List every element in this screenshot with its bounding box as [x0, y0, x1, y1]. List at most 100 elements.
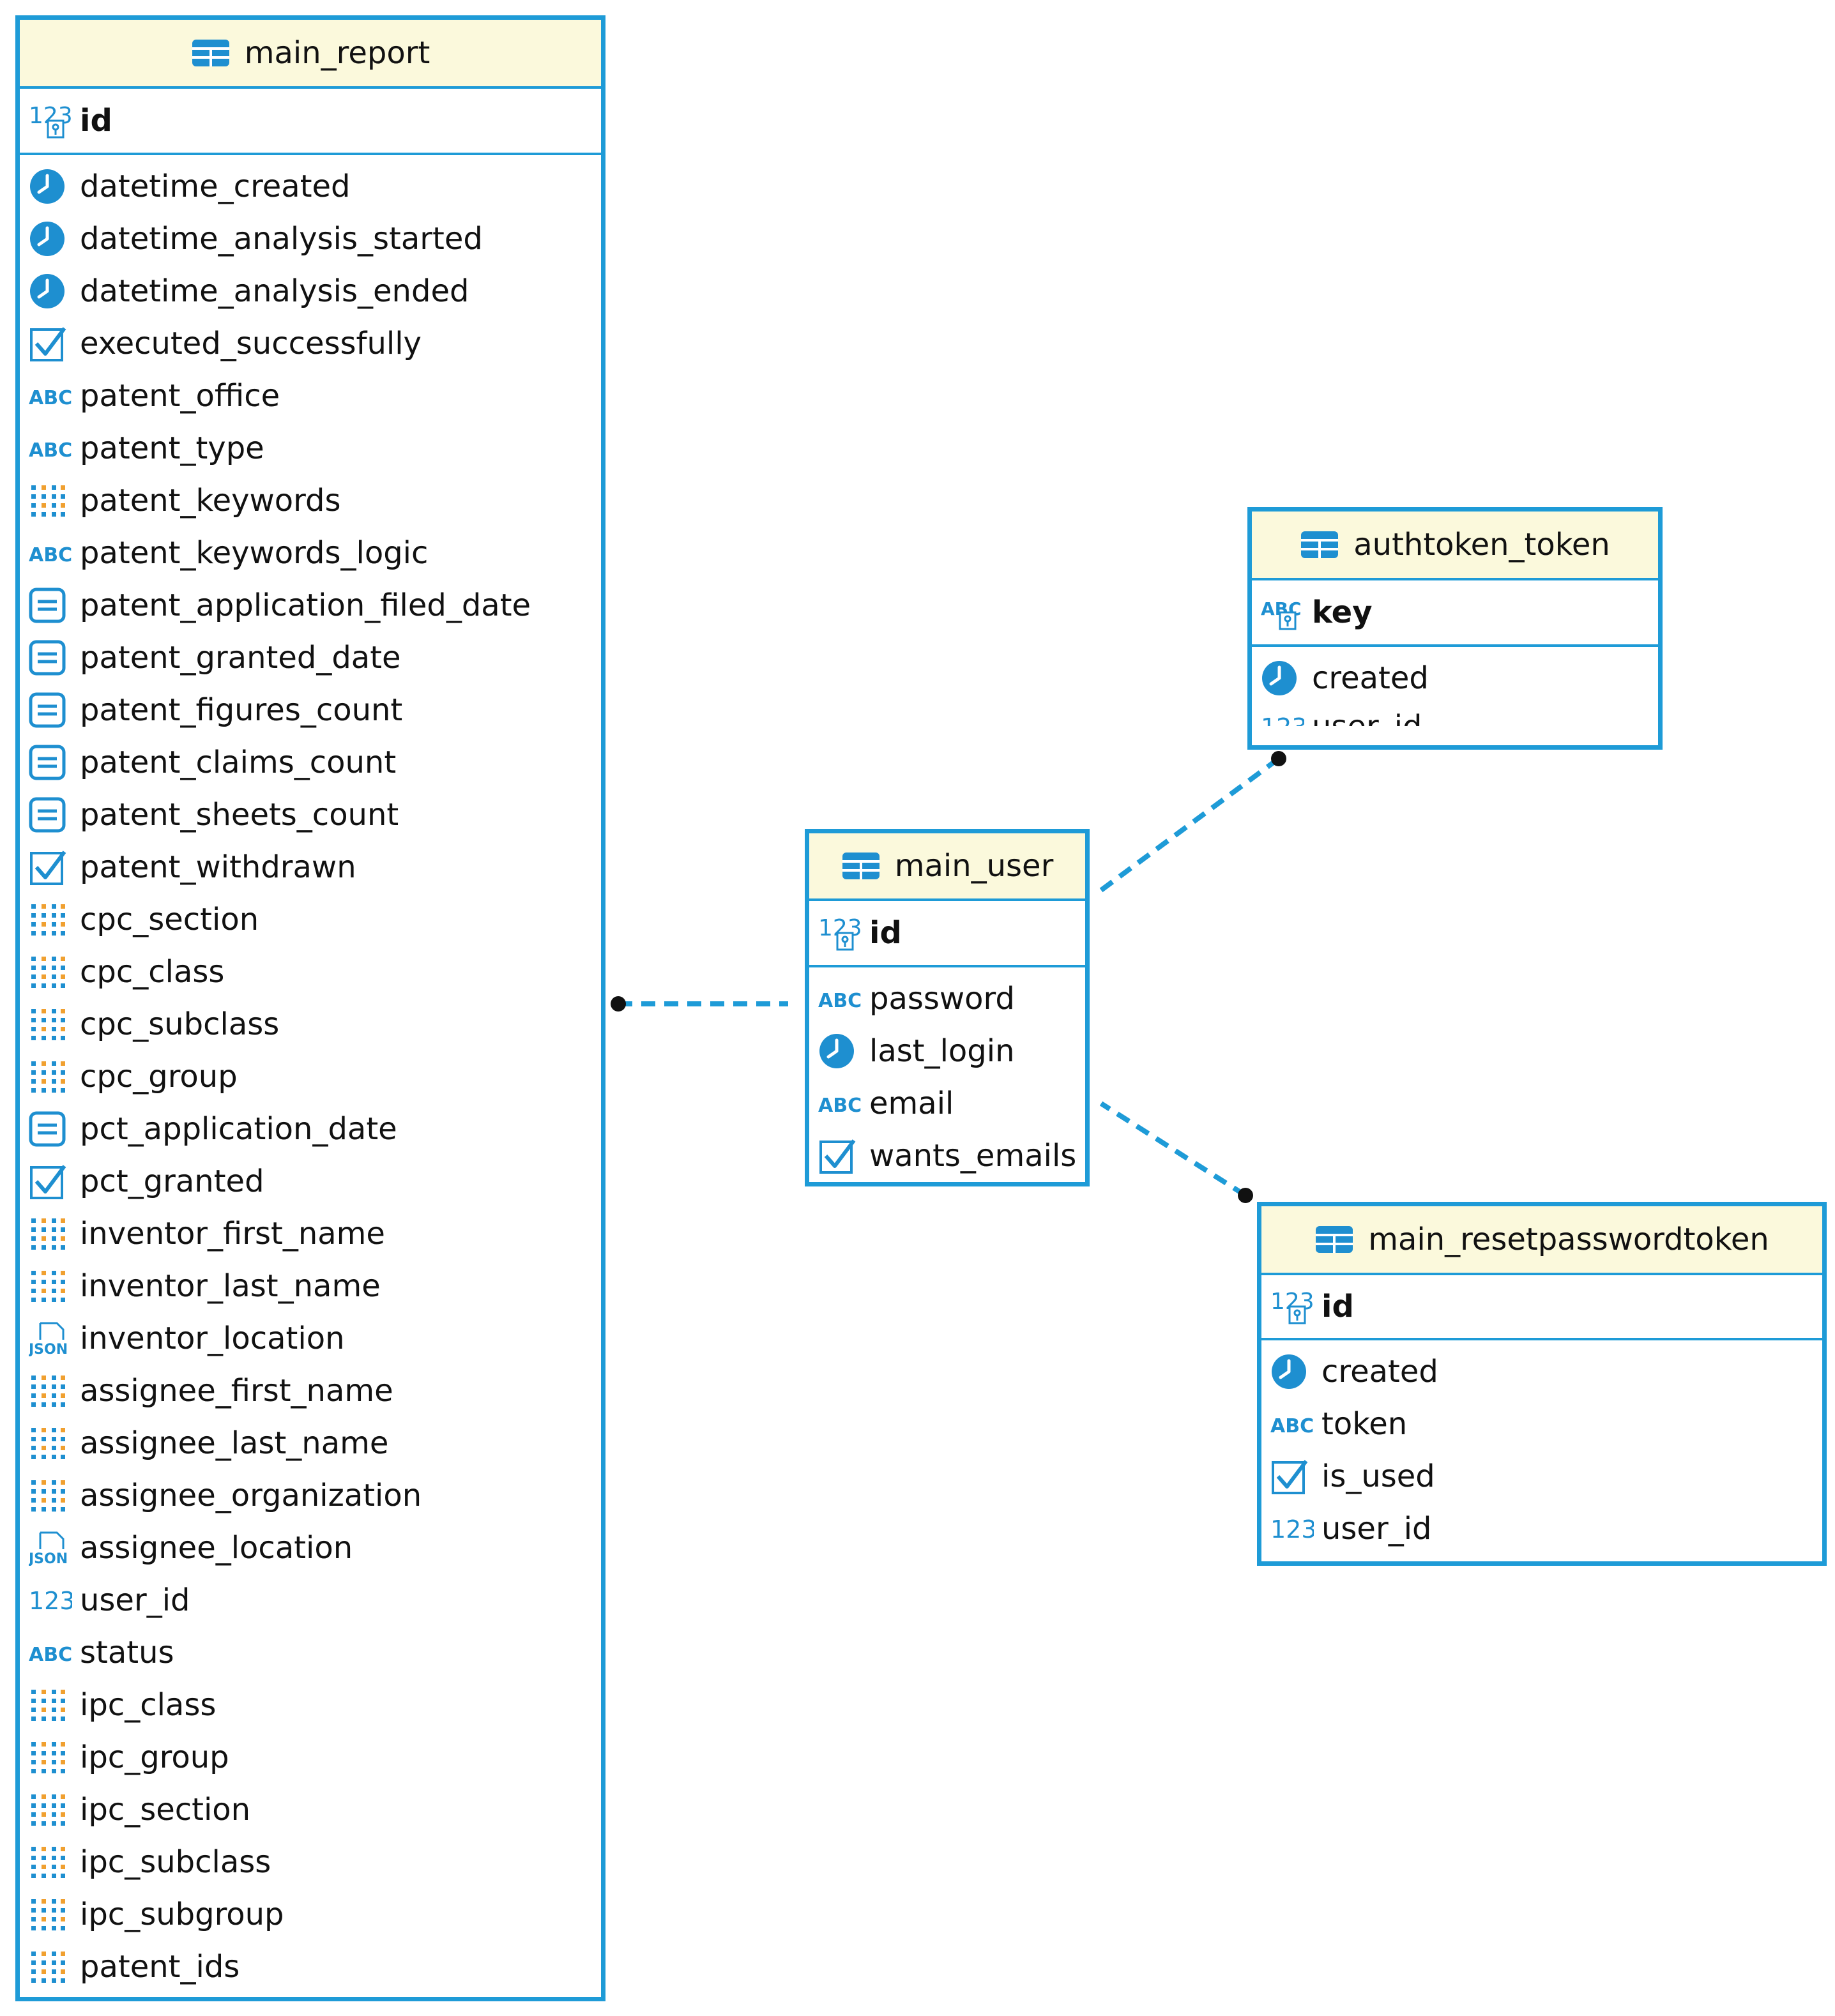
column-row[interactable]: created: [1252, 652, 1658, 704]
json-icon: JSON: [29, 1529, 72, 1567]
table-header[interactable]: main_user: [809, 833, 1085, 901]
column-row[interactable]: patent_claims_count: [20, 736, 601, 789]
table-icon: [1314, 1225, 1354, 1254]
primary-key-name: id: [80, 103, 112, 139]
column-row[interactable]: 123 user_id: [20, 1574, 601, 1626]
checkbox-icon: [1270, 1457, 1314, 1496]
column-row[interactable]: executed_successfully: [20, 317, 601, 370]
clock-icon: [818, 1032, 862, 1070]
svg-text:JSON: JSON: [29, 1551, 68, 1566]
column-row[interactable]: datetime_created: [20, 160, 601, 213]
clock-icon: [29, 167, 72, 206]
column-row[interactable]: cpc_subclass: [20, 998, 601, 1050]
text-key-icon: ABC: [1261, 593, 1304, 632]
column-name: patent_office: [80, 378, 280, 414]
column-row[interactable]: patent_sheets_count: [20, 789, 601, 841]
column-row[interactable]: datetime_analysis_ended: [20, 265, 601, 317]
column-row[interactable]: inventor_first_name: [20, 1208, 601, 1260]
column-name: datetime_created: [80, 169, 351, 204]
column-row[interactable]: assignee_organization: [20, 1469, 601, 1522]
column-row[interactable]: last_login: [809, 1025, 1085, 1077]
table-header[interactable]: main_report: [20, 20, 601, 89]
column-name: ipc_section: [80, 1792, 251, 1828]
column-row[interactable]: patent_granted_date: [20, 632, 601, 684]
column-name: inventor_last_name: [80, 1268, 381, 1304]
table-header[interactable]: main_resetpasswordtoken: [1261, 1206, 1822, 1275]
column-row[interactable]: pct_application_date: [20, 1103, 601, 1155]
array-icon: [29, 1895, 72, 1934]
column-row[interactable]: created: [1261, 1345, 1822, 1398]
numeric-key-icon: 123: [818, 914, 862, 952]
table-title: main_resetpasswordtoken: [1368, 1222, 1769, 1257]
column-name: patent_figures_count: [80, 692, 403, 728]
column-name: datetime_analysis_started: [80, 221, 483, 257]
column-name: patent_application_filed_date: [80, 587, 531, 623]
column-name: user_id: [1321, 1511, 1432, 1547]
column-name: status: [80, 1635, 174, 1671]
table-title: authtoken_token: [1353, 527, 1610, 563]
date-icon: [29, 639, 72, 677]
column-name: patent_sheets_count: [80, 797, 399, 833]
column-name: pct_application_date: [80, 1111, 397, 1147]
table-icon: [191, 38, 231, 68]
column-row[interactable]: pct_granted: [20, 1155, 601, 1208]
column-row[interactable]: cpc_class: [20, 946, 601, 998]
column-row[interactable]: ipc_subclass: [20, 1836, 601, 1888]
column-row[interactable]: datetime_analysis_started: [20, 213, 601, 265]
table-authtoken_token[interactable]: authtoken_tokenABCkeycreated123user_id: [1247, 507, 1663, 750]
column-row[interactable]: ipc_subgroup: [20, 1888, 601, 1941]
numeric-icon: 123: [1270, 1510, 1314, 1548]
column-name: patent_claims_count: [80, 745, 397, 780]
column-row[interactable]: assignee_first_name: [20, 1365, 601, 1417]
column-row[interactable]: ABC patent_keywords_logic: [20, 527, 601, 579]
primary-key-name: key: [1312, 595, 1373, 630]
column-row[interactable]: ABC patent_type: [20, 422, 601, 474]
column-row[interactable]: wants_emails: [809, 1130, 1085, 1182]
column-name: token: [1321, 1406, 1408, 1442]
column-name: user_id: [1312, 709, 1422, 726]
table-header[interactable]: authtoken_token: [1252, 512, 1658, 580]
relationship-line-authtoken_token[interactable]: [1099, 756, 1281, 893]
column-row[interactable]: ipc_section: [20, 1784, 601, 1836]
relationship-line-main_resetpasswordtoken[interactable]: [1099, 1101, 1247, 1198]
column-name: user_id: [80, 1582, 190, 1618]
column-row[interactable]: cpc_section: [20, 893, 601, 946]
svg-text:123: 123: [29, 1587, 72, 1614]
date-icon: [29, 586, 72, 625]
column-row[interactable]: patent_keywords: [20, 474, 601, 527]
column-row[interactable]: cpc_group: [20, 1050, 601, 1103]
column-row[interactable]: patent_ids: [20, 1941, 601, 1993]
svg-text:ABC: ABC: [818, 990, 862, 1012]
svg-text:ABC: ABC: [29, 439, 72, 461]
numeric-key-icon: 123: [1270, 1287, 1314, 1326]
primary-key-name: id: [1321, 1289, 1354, 1324]
column-row[interactable]: patent_figures_count: [20, 684, 601, 736]
column-row[interactable]: inventor_last_name: [20, 1260, 601, 1312]
column-row[interactable]: ipc_group: [20, 1731, 601, 1784]
column-row[interactable]: patent_application_filed_date: [20, 579, 601, 632]
column-name: patent_keywords_logic: [80, 535, 429, 571]
column-row[interactable]: is_used: [1261, 1450, 1822, 1503]
column-row[interactable]: assignee_last_name: [20, 1417, 601, 1469]
column-row[interactable]: ipc_class: [20, 1679, 601, 1731]
column-name: patent_type: [80, 430, 264, 466]
text-abc-icon: ABC: [818, 1084, 862, 1123]
svg-text:ABC: ABC: [29, 544, 72, 566]
column-row[interactable]: patent_withdrawn: [20, 841, 601, 893]
